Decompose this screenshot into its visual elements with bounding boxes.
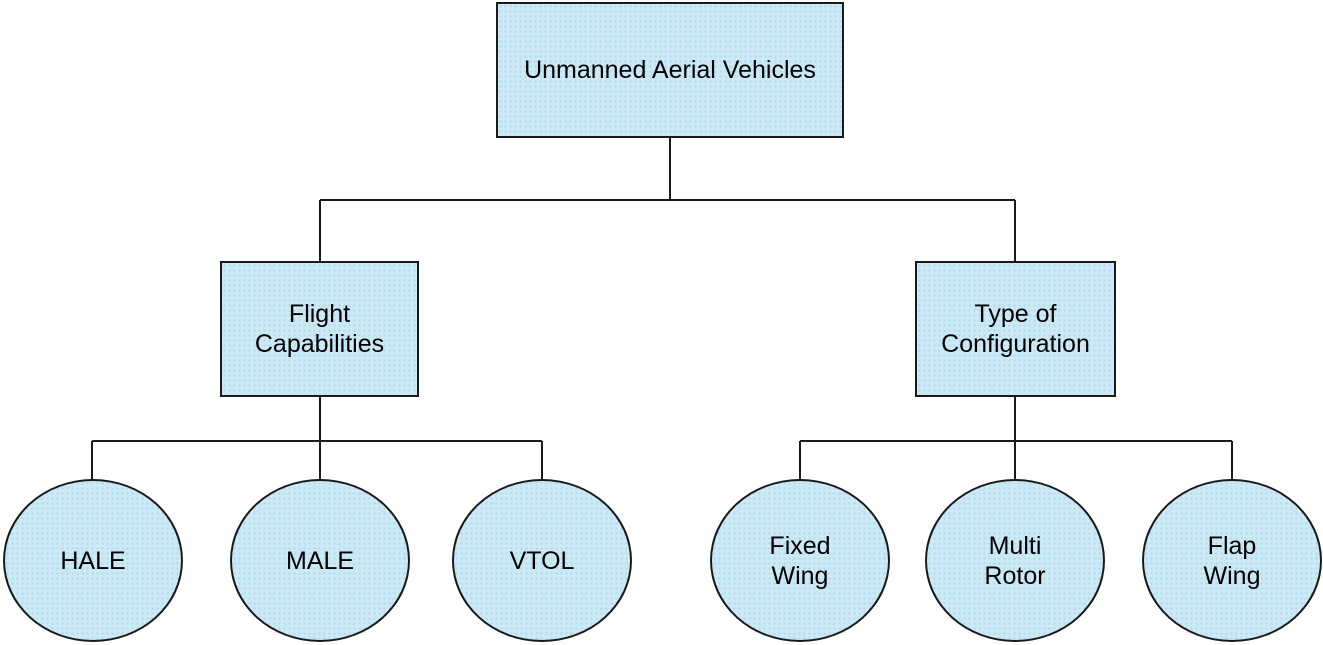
node-label: Flap Wing [1203, 531, 1261, 590]
node-multi-rotor: Multi Rotor [925, 479, 1105, 642]
node-flight-capabilities: Flight Capabilities [220, 261, 419, 397]
node-flap-wing: Flap Wing [1142, 479, 1322, 642]
node-type-of-configuration: Type of Configuration [915, 261, 1116, 397]
node-label: Flight Capabilities [254, 300, 385, 358]
node-label: Type of Configuration [941, 300, 1090, 358]
node-label: VTOL [509, 546, 575, 575]
node-label: HALE [60, 546, 126, 575]
node-label: Multi Rotor [984, 531, 1046, 590]
node-hale: HALE [3, 479, 183, 642]
node-male: MALE [230, 479, 410, 642]
node-vtol: VTOL [452, 479, 632, 642]
node-label: Unmanned Aerial Vehicles [524, 56, 816, 84]
node-fixed-wing: Fixed Wing [710, 479, 890, 642]
node-label: Fixed Wing [769, 531, 831, 590]
node-label: MALE [285, 546, 355, 575]
node-unmanned-aerial-vehicles: Unmanned Aerial Vehicles [496, 2, 844, 138]
